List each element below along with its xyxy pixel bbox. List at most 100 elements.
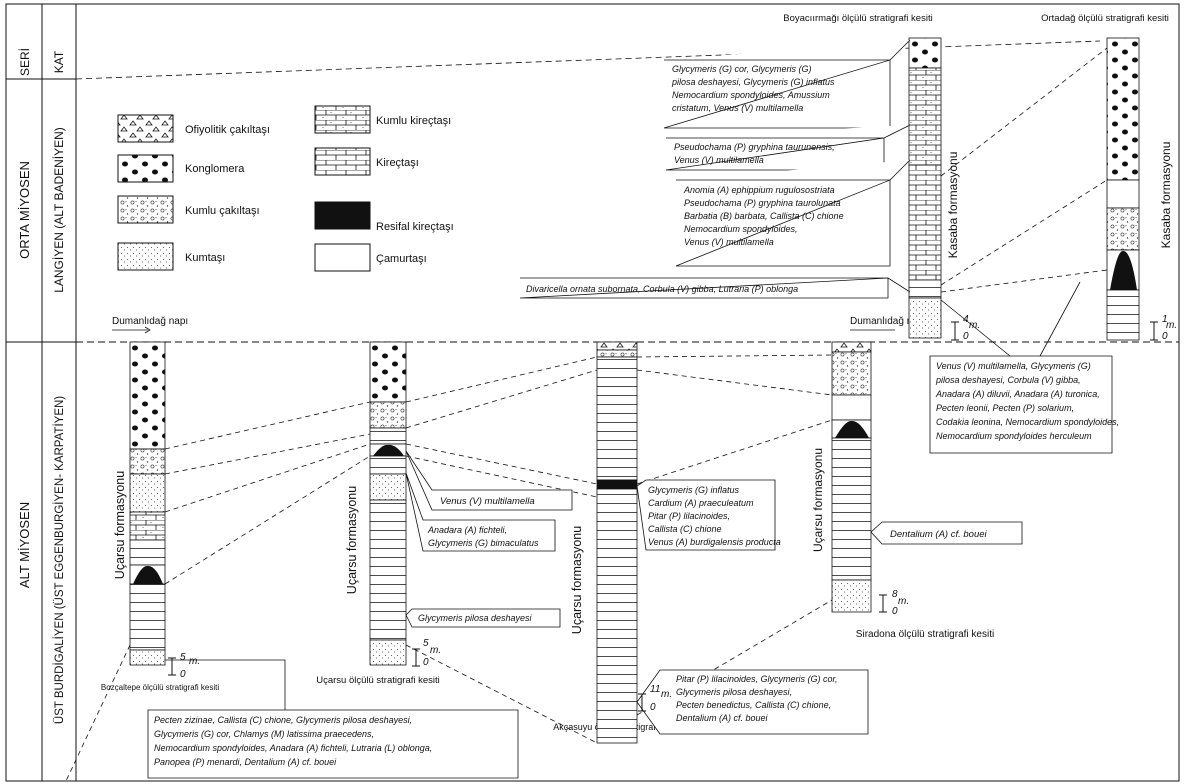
fossil-box-b5: Venus (V) multilamella, Glycymeris (G)pi… [929, 281, 1119, 454]
legend-item-ofiyolitik: Ofiyolitik çakıltaşı [117, 114, 270, 143]
scale-bar-s1: 5 m. 0 [168, 652, 200, 680]
column-s1 [129, 341, 166, 666]
formation-label-s5: Kasaba formasyonu [946, 152, 960, 259]
formation-label-s2: Uçarsu formasyonu [345, 486, 359, 594]
legend-item-konglomera: Konglomera [117, 154, 245, 183]
section-title-s5: Boyacıırmağı ölçülü stratigrafi kesiti [783, 13, 932, 24]
column-layer [369, 341, 407, 403]
scale-bottom: 0 [423, 657, 429, 668]
column-s6 [1106, 37, 1140, 341]
fossil-text: Anomia (A) ephippium rugulosostriata [683, 185, 835, 195]
formation-label-s1: Uçarsu formasyonu [113, 471, 127, 579]
scale-top: 5 [180, 652, 186, 663]
fossil-text: Dentalium (A) cf. bouei [676, 713, 769, 723]
kat-lower-label: ÜST BURDİGALİYEN (ÜST EGGENBURGİYEN- KAR… [53, 396, 66, 724]
svg-text:Glycymeris (G) cor, Glycymeris: Glycymeris (G) cor, Glycymeris (G)pilosa… [671, 64, 835, 113]
fossil-box-b1: Glycymeris (G) cor, Glycymeris (G)pilosa… [663, 39, 911, 129]
scale-bar-s3: 11 m. 0 [638, 684, 672, 713]
svg-text:Anomia (A) ephippium rugulosos: Anomia (A) ephippium rugulosostriataPseu… [683, 185, 844, 247]
fossil-text: Pitar (P) lilacinoides, [648, 511, 730, 521]
legend-item-resifal: Resifal kireçtaşı [314, 201, 454, 233]
fossil-text: Divaricella ornata subornata, Corbula (V… [526, 284, 798, 294]
fossil-text: Glycymeris (G) inflatus [648, 485, 740, 495]
fossil-box-b10: Dentalium (A) cf. bouei [870, 521, 1023, 545]
column-layer [129, 473, 166, 513]
column-layer [596, 488, 638, 744]
fossil-text: Anadara (A) fichteli, [427, 525, 507, 535]
column-layer [596, 356, 638, 481]
fossil-text: Codakia leonina, Nemocardium spondyloide… [936, 417, 1119, 427]
fossil-text: Venus (V) multilamella [440, 496, 535, 507]
formation-label-s4: Uçarsu formasyonu [811, 448, 825, 552]
scale-bottom: 0 [1162, 331, 1168, 342]
kat-upper-label: LANGİYEN (ALT BADENİYEN) [52, 127, 66, 293]
fossil-text: Glycymeris pilosa deshayesi [418, 613, 533, 623]
scale-bar-s4: 8 m. 0 [879, 589, 909, 617]
upper-unconformity-line [75, 40, 1101, 80]
fossil-text: pilosa deshayesi, Glycymeris (G) inflatu… [671, 77, 835, 87]
fossil-text: Pecten leonii, Pecten (P) solarium, [936, 403, 1074, 413]
section-title-s1: Bozçaltepe ölçülü stratigrafi kesiti [101, 683, 220, 692]
column-layer [596, 341, 638, 351]
legend-label: Kumlu kireçtaşı [376, 115, 451, 127]
fossil-text: Venus (V) multilamella, Glycymeris (G) [936, 361, 1091, 371]
fossil-box-b8: Glycymeris pilosa deshayesi [405, 608, 561, 628]
scale-top: 4 [963, 314, 969, 325]
column-layer [908, 37, 942, 69]
formation-label-s3: Uçarsu formasyonu [570, 526, 584, 634]
fossil-text: Nemocardium spondyloides, Anadara (A) fi… [154, 743, 432, 753]
svg-text:Venus (V) multilamella: Venus (V) multilamella [440, 496, 535, 507]
section-title-s4: Siradona ölçülü stratigrafi kesiti [856, 629, 994, 640]
column-layer [596, 479, 638, 490]
arrow-icon [144, 326, 151, 334]
legend-label: Konglomera [185, 163, 245, 175]
fossil-text: Pecten zizinae, Callista (C) chione, Gly… [154, 715, 412, 725]
fossil-text: Venus (A) burdigalensis producta [648, 537, 781, 547]
column-layer [908, 279, 942, 299]
scale-top: 8 [892, 589, 898, 600]
scale-unit: m. [898, 596, 909, 607]
column-layer [908, 67, 942, 166]
column-layer [129, 511, 166, 541]
fossil-box-b4: Divaricella ornata subornata, Corbula (V… [519, 277, 911, 299]
legend-item-kumlu-kirec: Kumlu kireçtaşı [314, 105, 451, 134]
legend-label: Kumlu çakıltaşı [185, 205, 260, 217]
column-s3 [596, 341, 638, 744]
reef-lens [1110, 250, 1137, 290]
fossil-text: Glycymeris (G) cor, Chlamys (M) latissim… [154, 729, 374, 739]
column-layer [1106, 37, 1140, 181]
legend-label: Kireçtaşı [376, 157, 419, 169]
fossil-box-b7: Anadara (A) fichteli,Glycymeris (G) bima… [405, 472, 556, 552]
legend-label: Çamurtaşı [376, 253, 427, 265]
legend-item-camur: Çamurtaşı [314, 243, 427, 272]
seri-upper-label: ORTA MİYOSEN [17, 161, 32, 259]
fossil-text: Dentalium (A) cf. bouei [890, 529, 988, 540]
column-layer [831, 579, 872, 613]
column-layer [831, 351, 872, 396]
fossil-text: Venus (V) multilamella [684, 237, 774, 247]
svg-text:Glycymeris pilosa deshayesi: Glycymeris pilosa deshayesi [418, 613, 533, 623]
fossil-box-b2: Pseudochama (P) gryphina taurunensis,Ven… [665, 124, 911, 171]
fossil-text: Glycymeris pilosa deshayesi, [676, 687, 792, 697]
column-layer [369, 427, 407, 445]
fossil-box-b11: Pitar (P) lilacinoides, Glycymeris (G) c… [636, 669, 869, 735]
scale-bottom: 0 [963, 331, 969, 342]
column-layer [369, 499, 407, 641]
reef-lens [133, 565, 163, 584]
fossil-text: Pitar (P) lilacinoides, Glycymeris (G) c… [676, 674, 838, 684]
svg-text:Dentalium (A) cf. bouei: Dentalium (A) cf. bouei [890, 529, 988, 540]
nappe-label-left: Dumanlıdağ napı [112, 316, 188, 327]
column-s4 [831, 341, 872, 613]
seri-header: SERİ [18, 48, 32, 76]
column-layer [129, 539, 166, 566]
legend-item-kirec: Kireçtaşı [314, 147, 419, 176]
svg-text:Divaricella ornata subornata,: Divaricella ornata subornata, Corbula (V… [526, 284, 798, 294]
frame [5, 3, 1180, 782]
column-layer [831, 437, 872, 581]
fossil-box-b12: Pecten zizinae, Callista (C) chione, Gly… [147, 659, 519, 779]
section-title-s6: Ortadağ ölçülü stratigrafi kesiti [1041, 13, 1169, 24]
scale-top: 1 [1162, 314, 1168, 325]
column-s2 [369, 341, 407, 666]
